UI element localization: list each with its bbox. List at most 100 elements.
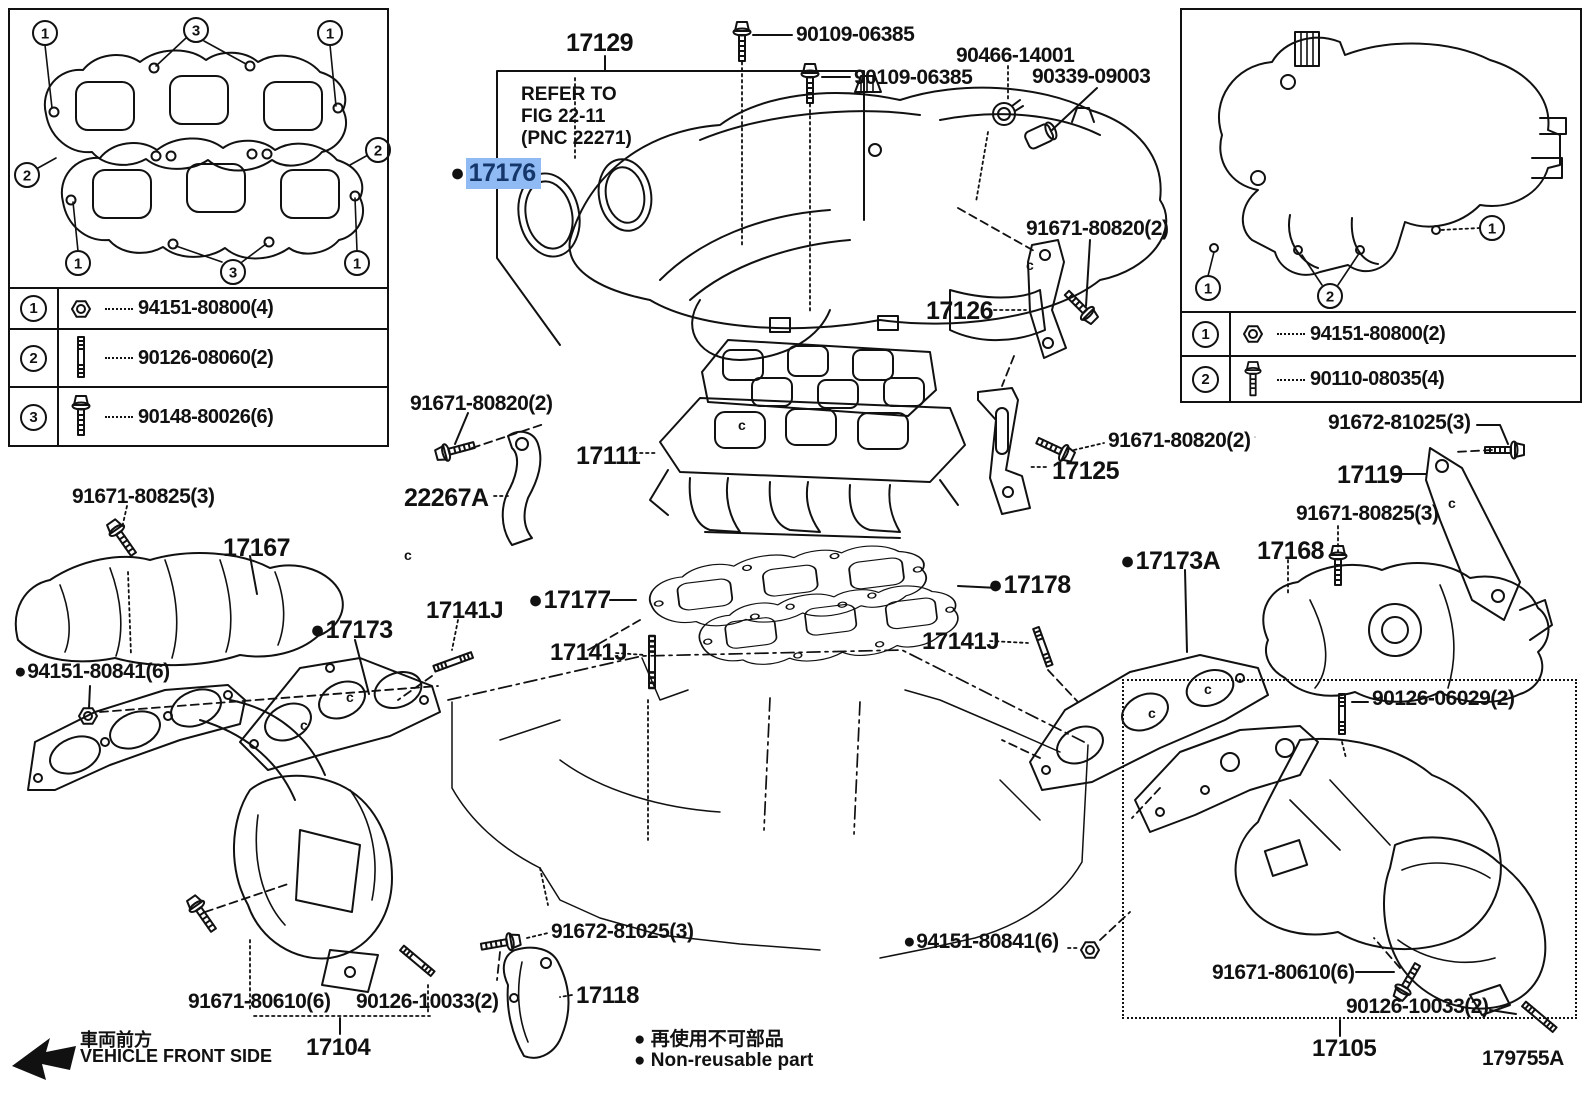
- legend-row: 2 90126-08060(2): [10, 330, 388, 388]
- part-label-90339-09003[interactable]: 90339-09003: [1032, 65, 1151, 88]
- cast-mark: c: [300, 717, 308, 733]
- callout-number: 1: [1192, 320, 1219, 348]
- bolt-icon: [59, 393, 103, 441]
- inset-left-gasket-drawing: [37, 37, 369, 263]
- part-label-91672-81025-b[interactable]: 91672-81025(3): [551, 920, 694, 943]
- bracket-17119: [1425, 447, 1521, 621]
- legend-part-number[interactable]: 94151-80800(2): [1310, 322, 1446, 345]
- part-label-17168[interactable]: 17168: [1257, 537, 1325, 565]
- part-label-22267A[interactable]: 22267A: [404, 484, 489, 512]
- cast-mark: c: [1148, 705, 1156, 721]
- cap-icon: [1022, 119, 1060, 152]
- part-label-17167[interactable]: 17167: [223, 534, 291, 562]
- callout-number: 3: [20, 403, 47, 431]
- part-label-90109-06385-b[interactable]: 90109-06385: [854, 66, 973, 89]
- intake-plenum-drawing: [568, 75, 1256, 438]
- legend-row: 2 90110-08035(4): [1182, 357, 1576, 402]
- leader-line: [105, 416, 133, 418]
- part-label-91672-81025-a[interactable]: 91672-81025(3): [1328, 411, 1471, 434]
- part-label-17177[interactable]: ●17177: [528, 586, 611, 614]
- part-label-17129[interactable]: 17129: [566, 29, 634, 57]
- bullet-icon: ●: [450, 159, 465, 187]
- nut-icon: [59, 299, 103, 319]
- bullet-icon: ●: [1120, 547, 1135, 575]
- part-label-91671-80820-a[interactable]: 91671-80820(2): [1026, 217, 1169, 240]
- part-label-17141J-b[interactable]: 17141J: [550, 639, 628, 666]
- callout-circle-1: 1: [1195, 275, 1221, 301]
- callout-circle-3: 3: [183, 17, 209, 43]
- part-label-94151-80841-b[interactable]: ●94151-80841(6): [903, 930, 1059, 953]
- svg-text:1: 1: [41, 26, 49, 43]
- part-label-17173A[interactable]: ●17173A: [1120, 547, 1221, 575]
- callout-circle-1: 1: [344, 250, 370, 276]
- part-label-91671-80610-a[interactable]: 91671-80610(6): [1212, 961, 1355, 984]
- svg-text:3: 3: [192, 23, 200, 40]
- callout-circle-2: 2: [14, 162, 40, 188]
- bracket-22267A: [501, 430, 542, 546]
- part-label-94151-80841-a[interactable]: ●94151-80841(6): [14, 660, 170, 683]
- callout-circle-2: 2: [1317, 283, 1343, 309]
- cast-mark: c: [738, 417, 746, 433]
- bolt-icon: [1231, 359, 1275, 401]
- leader-line: [105, 357, 133, 359]
- leader-line: [1277, 333, 1305, 335]
- callout-circle-1: 1: [317, 20, 343, 46]
- legend-part-number[interactable]: 94151-80800(4): [138, 297, 274, 319]
- engine-block-ghost: [447, 649, 1089, 959]
- stud-icon: [432, 651, 475, 673]
- inset-box-right: [1180, 8, 1582, 403]
- callout-circle-1: 1: [65, 250, 91, 276]
- legend-row: 3 90148-80026(6): [10, 388, 388, 446]
- part-label-91671-80610-b[interactable]: 91671-80610(6): [188, 990, 331, 1013]
- stud-icon: [59, 335, 103, 381]
- part-label-17176-selected[interactable]: ●17176: [450, 158, 541, 189]
- part-label-90126-06029[interactable]: 90126-06029(2): [1372, 687, 1515, 710]
- legend-part-number[interactable]: 90126-08060(2): [138, 346, 274, 369]
- leader-lines: [88, 34, 1517, 1037]
- clamp-icon: [992, 99, 1024, 126]
- part-label-17111[interactable]: 17111: [576, 442, 641, 470]
- part-label-17178[interactable]: ●17178: [988, 571, 1071, 599]
- part-label-90126-10033-a[interactable]: 90126-10033(2): [1346, 995, 1489, 1018]
- cast-mark: c: [1448, 495, 1456, 511]
- part-label-17104[interactable]: 17104: [306, 1034, 371, 1061]
- part-label-17126[interactable]: 17126: [926, 297, 994, 325]
- callout-circle-2: 2: [365, 137, 391, 163]
- part-label-91671-80825-b[interactable]: 91671-80825(3): [72, 485, 215, 508]
- legend-table-left: 1 94151-80800(4) 2 90126-08060(2) 3 9014…: [10, 287, 388, 446]
- svg-text:2: 2: [1326, 289, 1334, 306]
- exhaust-manifold-17104-drawing: [27, 684, 393, 993]
- nut-icon: [1231, 324, 1275, 344]
- exhaust-manifold-17105-drawing: [1134, 725, 1547, 1016]
- part-label-90109-06385-a[interactable]: 90109-06385: [796, 23, 915, 46]
- bullet-icon: ●: [903, 930, 916, 953]
- part-label-17118[interactable]: 17118: [576, 982, 639, 1009]
- part-label-17141J-c[interactable]: 17141J: [922, 628, 1000, 655]
- part-label-17141J-a[interactable]: 17141J: [426, 597, 504, 624]
- part-label-91671-80820-b[interactable]: 91671-80820(2): [410, 392, 553, 415]
- part-label-90466-14001[interactable]: 90466-14001: [956, 44, 1075, 67]
- part-label-17119[interactable]: 17119: [1337, 461, 1403, 489]
- legend-part-number[interactable]: 90110-08035(4): [1310, 368, 1445, 390]
- bracket-17125: [977, 387, 1031, 515]
- svg-text:1: 1: [74, 256, 82, 273]
- stud-icon: [399, 944, 436, 978]
- callout-circle-3: 3: [220, 259, 246, 285]
- part-label-17105[interactable]: 17105: [1312, 1035, 1377, 1062]
- bolt-icon: [183, 892, 222, 936]
- legend-part-number[interactable]: 90148-80026(6): [138, 405, 274, 428]
- part-label-17173[interactable]: ●17173: [310, 616, 393, 644]
- part-label-90126-10033-b[interactable]: 90126-10033(2): [356, 990, 499, 1013]
- cast-mark: c: [346, 689, 354, 705]
- legend-row: 1 94151-80800(4): [10, 289, 388, 330]
- callout-circle-1: 1: [32, 20, 58, 46]
- part-label-17125[interactable]: 17125: [1052, 457, 1120, 485]
- heat-insulator-17167-drawing: [14, 552, 344, 667]
- leader-line: [105, 307, 133, 310]
- bullet-icon: ●: [310, 616, 325, 644]
- part-label-91671-80820-c[interactable]: 91671-80820(2): [1108, 429, 1251, 452]
- upper-gasket-drawing: [701, 339, 937, 417]
- part-label-91671-80825-a[interactable]: 91671-80825(3): [1296, 502, 1439, 525]
